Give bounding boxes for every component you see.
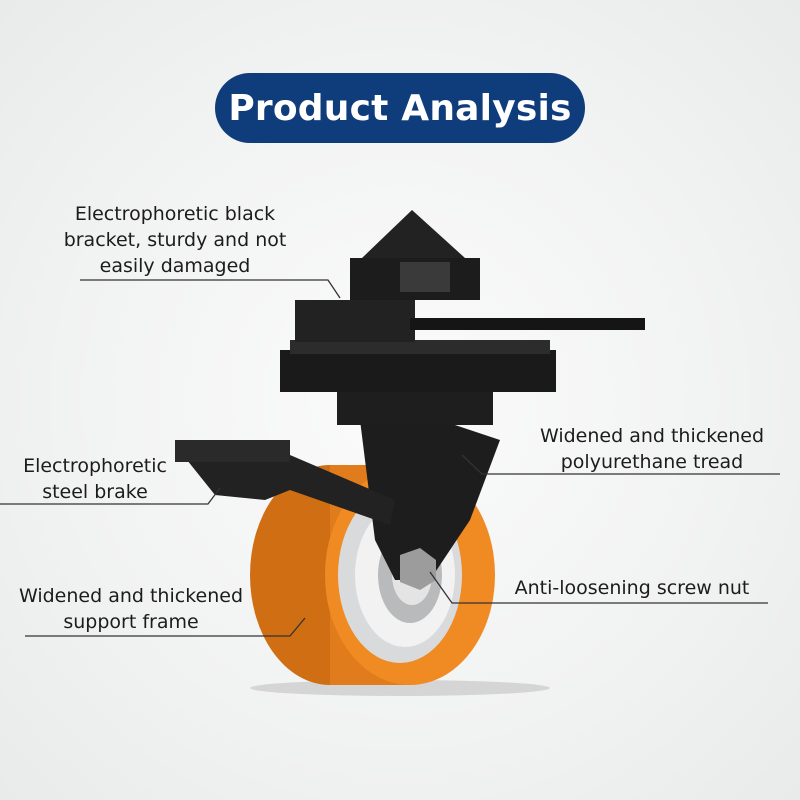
callout-frame: Widened and thickened support frame	[2, 583, 260, 635]
lock-lever	[410, 318, 645, 330]
callout-text: polyurethane tread	[560, 451, 744, 473]
top-plate	[280, 350, 556, 392]
callout-nut: Anti-loosening screw nut	[497, 575, 767, 601]
callout-text: Electrophoretic black	[74, 203, 276, 225]
fork	[360, 420, 500, 580]
leader-lines	[0, 279, 780, 637]
callout-text: Electrophoretic	[23, 455, 167, 477]
callout-text: bracket, sturdy and not	[63, 229, 287, 251]
callout-text: easily damaged	[99, 255, 251, 277]
callout-bracket: Electrophoretic black bracket, sturdy an…	[50, 201, 300, 279]
callout-text: Anti-loosening screw nut	[514, 577, 750, 599]
callout-text: steel brake	[42, 481, 148, 503]
callout-text: Widened and thickened	[539, 425, 765, 447]
callout-brake: Electrophoretic steel brake	[5, 453, 185, 505]
callout-tread: Widened and thickened polyurethane tread	[522, 423, 782, 475]
page-title: Product Analysis	[215, 73, 585, 143]
screw-nut	[400, 548, 436, 590]
callout-text: Widened and thickened	[18, 585, 244, 607]
callout-text: support frame	[63, 611, 199, 633]
